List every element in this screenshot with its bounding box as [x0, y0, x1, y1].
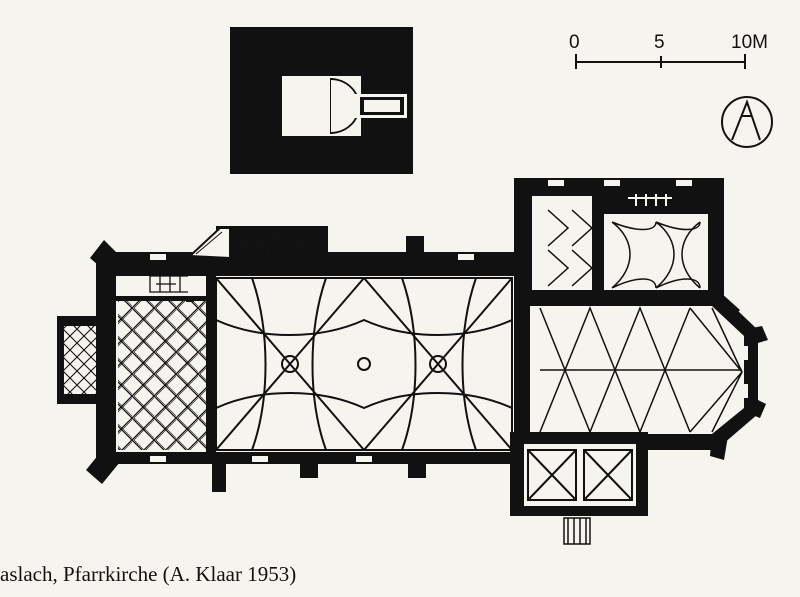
- west-stair: [149, 270, 194, 302]
- scale-bar: [575, 54, 746, 69]
- north-chapel: [187, 226, 328, 260]
- figure-caption: aslach, Pfarrkirche (A. Klaar 1953): [0, 562, 297, 586]
- tower-plan: [230, 27, 413, 174]
- scale-label-end: 10M: [731, 32, 768, 53]
- scale-label-mid: 5: [654, 32, 665, 53]
- south-chapel: [510, 432, 648, 545]
- north-annex: [514, 178, 724, 306]
- nave: [96, 252, 532, 464]
- scale-label-zero: 0: [569, 32, 580, 53]
- choir: [514, 290, 758, 450]
- north-arrow-icon: [721, 96, 773, 148]
